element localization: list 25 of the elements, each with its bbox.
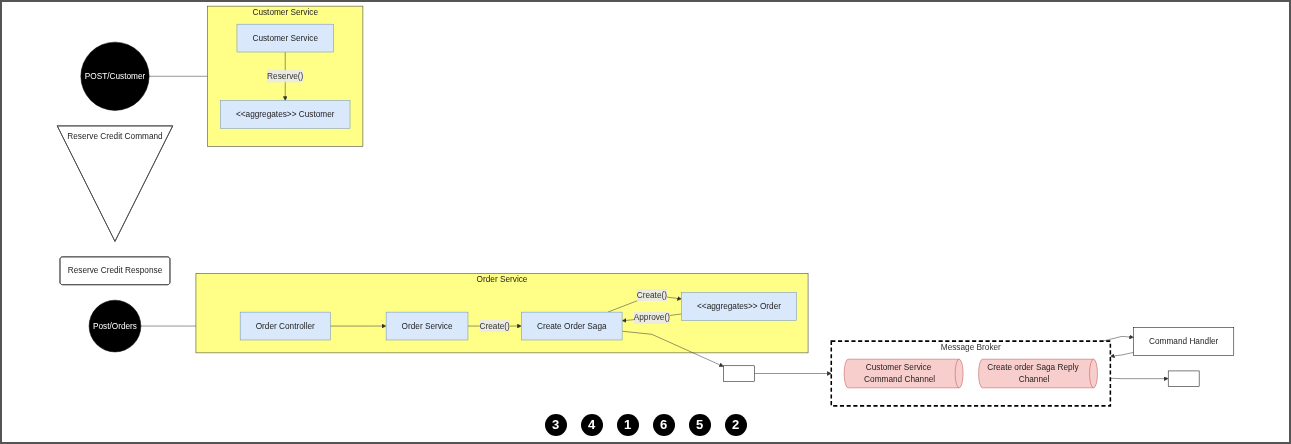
node-text: Customer Service Command Channel bbox=[864, 362, 936, 384]
connector bbox=[140, 325, 197, 327]
node-box: Create Order Saga bbox=[521, 311, 623, 341]
callout-number: 3 bbox=[544, 414, 567, 436]
callout-number: 6 bbox=[652, 414, 675, 436]
node-box: Command Handler bbox=[1133, 327, 1235, 356]
edge-label: Create() bbox=[636, 290, 667, 300]
node-circle: POST/Customer bbox=[80, 41, 150, 111]
node-box: <<aggregates>> Order bbox=[681, 292, 797, 321]
node-box: Customer Service bbox=[236, 23, 334, 53]
node-box bbox=[723, 365, 755, 382]
callout-number: 1 bbox=[616, 414, 639, 436]
node-text: Create order Saga Reply Channel bbox=[987, 362, 1079, 384]
edge-label: Create() bbox=[479, 321, 510, 331]
node-box: Order Controller bbox=[239, 311, 331, 341]
edge-label: Approve() bbox=[633, 313, 670, 322]
node-box: <<aggregates>> Customer bbox=[220, 100, 351, 129]
node-box: Order Service bbox=[385, 311, 469, 341]
edge-label: Reserve() bbox=[267, 71, 304, 81]
callout-number: 4 bbox=[580, 414, 603, 436]
callout-number: 2 bbox=[724, 414, 747, 436]
node-box bbox=[1167, 370, 1200, 387]
connector bbox=[148, 76, 208, 77]
callout-number: 5 bbox=[688, 414, 711, 436]
node-circle: Post/Orders bbox=[88, 299, 142, 353]
